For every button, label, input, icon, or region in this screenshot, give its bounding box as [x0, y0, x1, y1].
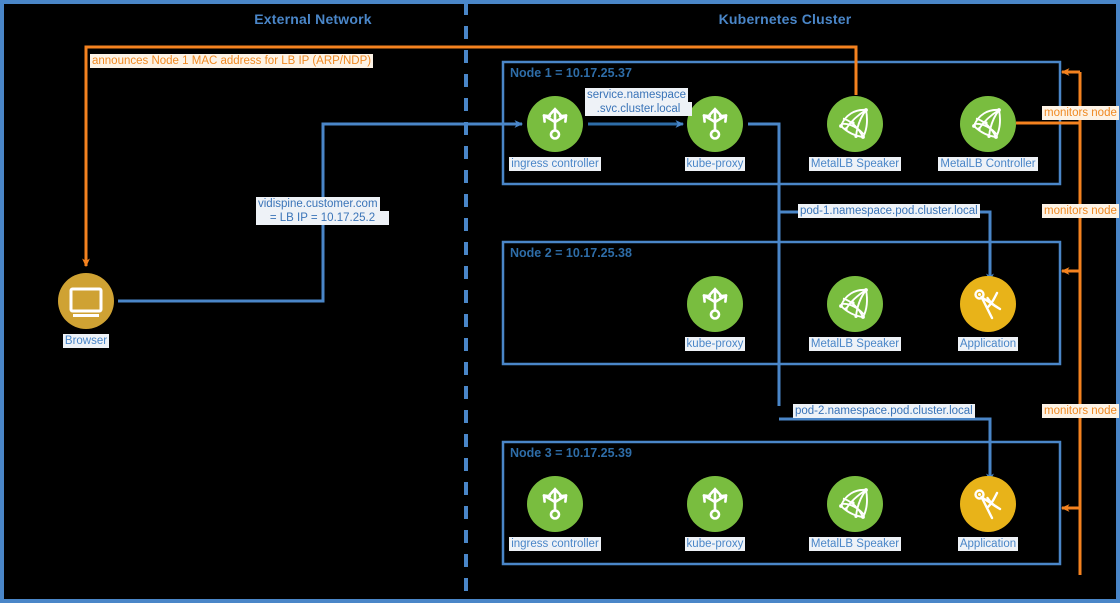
component-label: kube-proxy	[684, 157, 746, 171]
application-icon	[960, 276, 1016, 332]
wire-to-app-node3	[779, 417, 994, 483]
component-label: kube-proxy	[684, 537, 746, 551]
edge-label-pod2-dns: pod-2.namespace.pod.cluster.local	[793, 404, 975, 418]
component-label: Application	[957, 337, 1019, 351]
kubernetes-pod-icon	[687, 276, 743, 332]
component-label: Browser	[62, 334, 110, 348]
component-label: MetalLB Speaker	[808, 157, 902, 171]
node2-label: Node 2 = 10.17.25.38	[510, 246, 632, 260]
zone-title-cluster: Kubernetes Cluster	[718, 11, 852, 27]
component-node1-metallb-controller[interactable]: MetalLB Controller	[933, 96, 1043, 172]
component-label: MetalLB Controller	[938, 157, 1038, 171]
component-node1-metallb-speaker[interactable]: MetalLB Speaker	[800, 96, 910, 172]
zone-title-external: External Network	[254, 11, 372, 27]
component-node2-metallb-speaker[interactable]: MetalLB Speaker	[800, 276, 910, 352]
component-node1-kube-proxy[interactable]: kube-proxy	[660, 96, 770, 172]
component-node3-metallb-speaker[interactable]: MetalLB Speaker	[800, 476, 910, 552]
kubernetes-pod-icon	[527, 476, 583, 532]
node2-box	[501, 240, 1062, 366]
edge-label-monitors-node-1: monitors node	[1042, 106, 1119, 120]
component-label: ingress controller	[509, 157, 601, 171]
component-node1-ingress-controller[interactable]: ingress controller	[500, 96, 610, 172]
component-label: Application	[957, 537, 1019, 551]
application-icon	[960, 476, 1016, 532]
component-label: ingress controller	[509, 537, 601, 551]
edge-label-monitors-node-2: monitors node	[1042, 204, 1119, 218]
component-label: MetalLB Speaker	[808, 337, 902, 351]
wire-kubeproxy-bus	[748, 122, 781, 406]
metallb-net-icon	[960, 96, 1016, 152]
edge-label-arp-announce: announces Node 1 MAC address for LB IP (…	[90, 54, 374, 68]
wire-to-app-node2	[779, 210, 994, 283]
edge-label-lb-ip: = LB IP = 10.17.25.2	[256, 211, 389, 225]
component-node3-application[interactable]: Application	[933, 476, 1043, 552]
browser-monitor-icon	[58, 273, 114, 329]
node1-label: Node 1 = 10.17.25.37	[510, 66, 632, 80]
node3-label: Node 3 = 10.17.25.39	[510, 446, 632, 460]
component-node2-application[interactable]: Application	[933, 276, 1043, 352]
metallb-net-icon	[827, 96, 883, 152]
component-node3-kube-proxy[interactable]: kube-proxy	[660, 476, 770, 552]
edge-label-monitors-node-3: monitors node	[1042, 404, 1119, 418]
wire-speaker-arp-to-browser	[82, 45, 858, 268]
edge-label-lb-host: vidispine.customer.com	[256, 197, 380, 211]
metallb-net-icon	[827, 276, 883, 332]
kubernetes-pod-icon	[687, 476, 743, 532]
kubernetes-pod-icon	[527, 96, 583, 152]
component-label: MetalLB Speaker	[808, 537, 902, 551]
edge-label-pod1-dns: pod-1.namespace.pod.cluster.local	[798, 204, 980, 218]
component-node2-kube-proxy[interactable]: kube-proxy	[660, 276, 770, 352]
edge-label-service-dns-2: .svc.cluster.local	[585, 102, 692, 116]
component-label: kube-proxy	[684, 337, 746, 351]
node3-box	[501, 440, 1062, 566]
kubernetes-pod-icon	[687, 96, 743, 152]
component-browser[interactable]: Browser	[31, 273, 141, 349]
metallb-net-icon	[827, 476, 883, 532]
edge-label-service-dns-1: service.namespace	[585, 88, 689, 102]
component-node3-ingress-controller[interactable]: ingress controller	[500, 476, 610, 552]
